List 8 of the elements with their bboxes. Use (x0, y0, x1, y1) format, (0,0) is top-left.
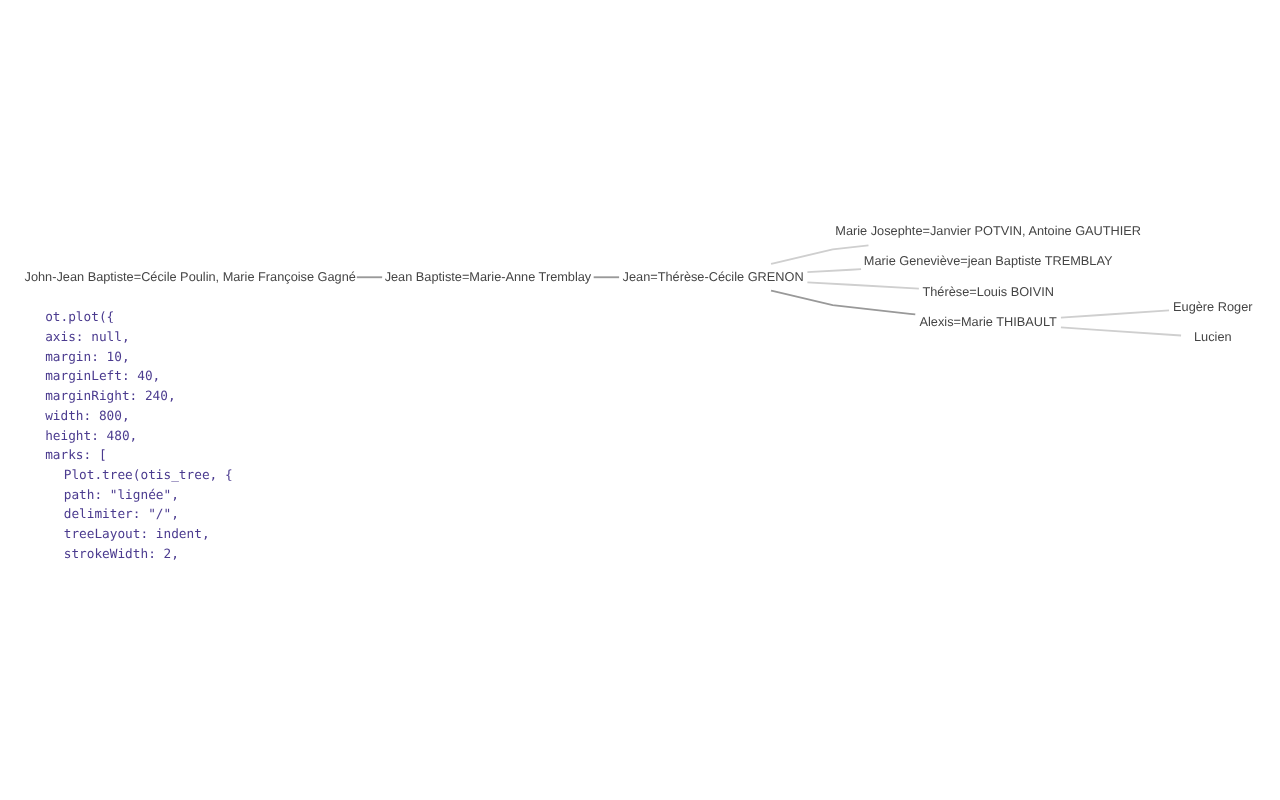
connector (770, 244, 870, 265)
connector (806, 268, 862, 274)
connector (806, 281, 920, 290)
connector (1060, 326, 1182, 337)
connector (355, 276, 384, 279)
connector (592, 276, 621, 279)
connector (1060, 309, 1170, 319)
connector (770, 289, 917, 316)
